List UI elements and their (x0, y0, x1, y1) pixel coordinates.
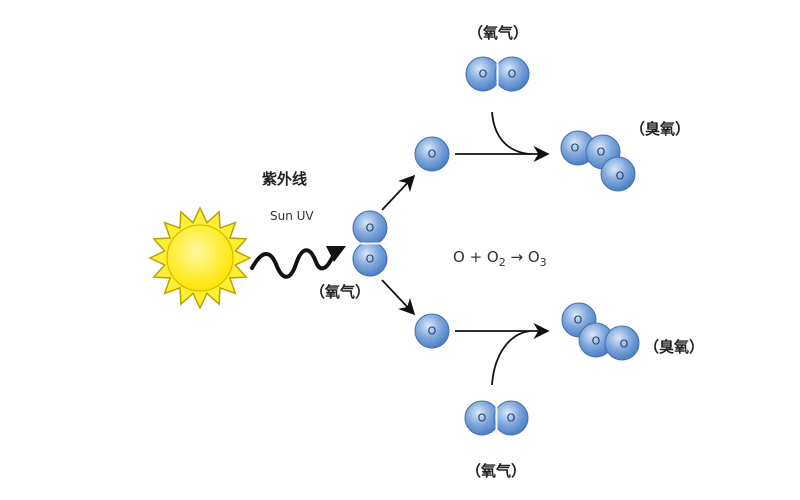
arrow-up (381, 174, 416, 211)
ozone-molecule-bottom: O O O (561, 302, 640, 361)
uv-label-en: Sun UV (270, 209, 314, 223)
reaction-equation: O + O2 → O3 (453, 248, 547, 269)
oxygen-center-label: （氧气） (310, 283, 370, 301)
oxygen-molecule-center: O O (352, 210, 388, 277)
atom-symbol: O (597, 146, 606, 159)
curve-bottom (491, 330, 531, 386)
oxygen-atom-top: O (414, 136, 450, 172)
atom-symbol: O (620, 338, 629, 351)
oxygen-atom-bottom: O (414, 313, 450, 349)
oxygen-top-label: （氧气） (468, 24, 528, 42)
atom-symbol: O (366, 253, 375, 266)
atom-symbol: O (478, 412, 487, 425)
uv-label-cn: 紫外线 (262, 170, 307, 188)
equation-left: O + O (453, 248, 499, 266)
atom-symbol: O (366, 222, 375, 235)
atom-symbol: O (574, 314, 583, 327)
equation-sub-2: 2 (499, 256, 506, 269)
atom-symbol: O (571, 142, 580, 155)
atom-symbol: O (428, 148, 437, 161)
equation-sub-3: 3 (540, 256, 547, 269)
atom-symbol: O (507, 412, 516, 425)
uv-wave-arrowhead (326, 246, 346, 262)
atom-symbol: O (508, 68, 517, 81)
curve-top (491, 111, 531, 155)
oxygen-molecule-top: O O (465, 56, 530, 92)
ozone-bottom-label: （臭氧） (644, 338, 704, 356)
ozone-top-label: （臭氧） (630, 120, 690, 138)
sun-icon (148, 206, 252, 310)
atom-symbol: O (592, 335, 601, 348)
uv-wave (250, 248, 334, 279)
atom-symbol: O (479, 68, 488, 81)
atom-symbol: O (428, 325, 437, 338)
atom-symbol: O (616, 170, 625, 183)
ozone-molecule-top: O O O (560, 130, 636, 192)
oxygen-molecule-bottom: O O (464, 400, 529, 436)
equation-arrow: → O (506, 248, 540, 266)
oxygen-bottom-label: （氧气） (466, 462, 526, 480)
arrow-down (381, 279, 416, 316)
